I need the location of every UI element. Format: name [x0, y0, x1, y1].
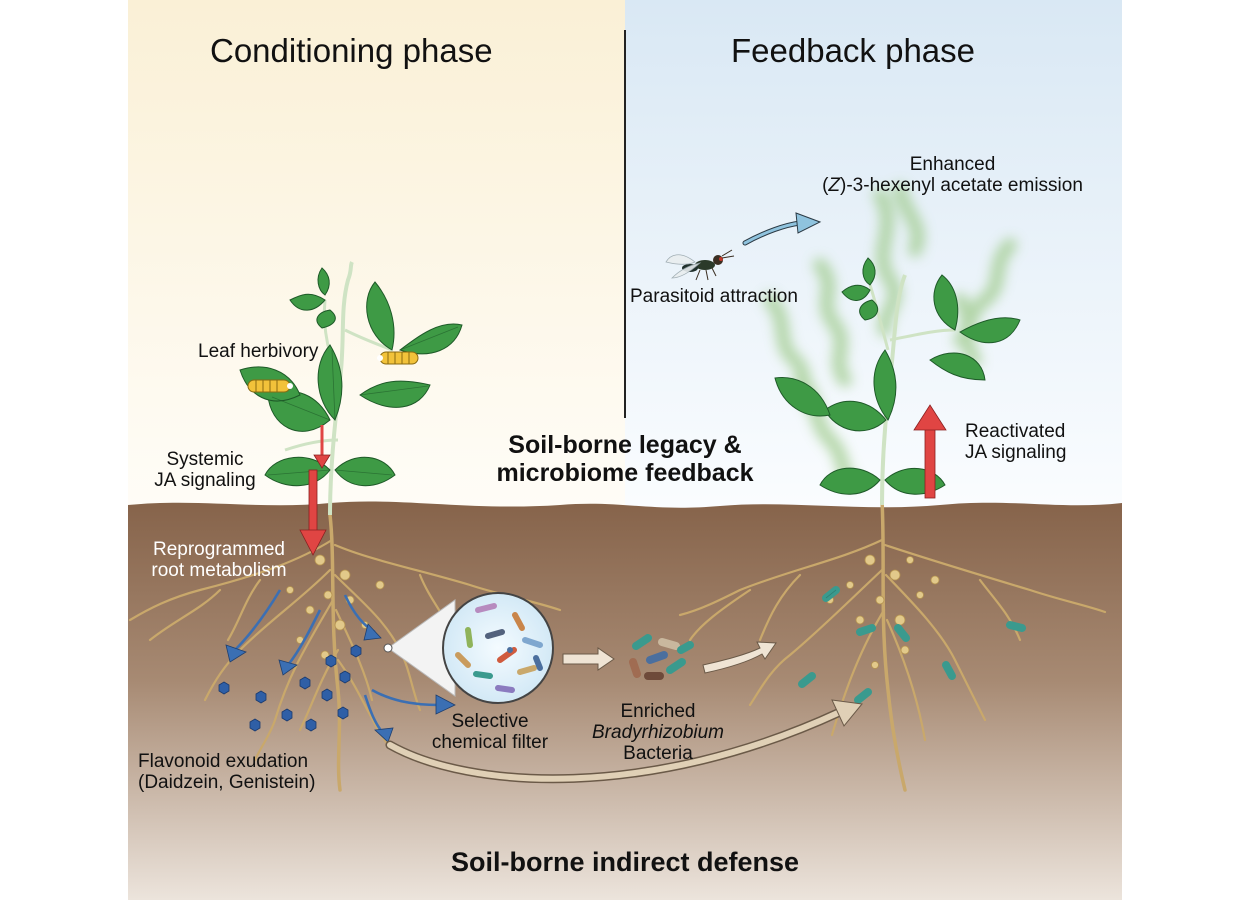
systemic-line1: Systemic — [166, 449, 244, 470]
rod-bacterium-icon — [629, 634, 694, 680]
flavonoid-line2: (Daidzein, Genistein) — [138, 771, 316, 793]
right-plant — [774, 257, 1021, 506]
rhizosphere-bacteria — [798, 586, 1026, 704]
conditioning-background — [128, 0, 625, 520]
caterpillar-icon — [247, 379, 293, 393]
light-blue-arrow — [742, 212, 822, 246]
enhanced-z: Z — [828, 174, 841, 196]
red-arrow-down — [308, 469, 318, 533]
feedback-arrow — [385, 699, 863, 784]
flavonoid-line1: Flavonoid exudation — [138, 751, 309, 772]
soil-legacy-heading: Soil-borne legacy & microbiome feedback — [445, 431, 805, 487]
legacy-line1: Soil-borne legacy & — [508, 431, 742, 459]
soil — [128, 501, 1122, 900]
reprogrammed-line1: Reprogrammed — [153, 539, 285, 560]
systemic-line2: JA signaling — [154, 469, 256, 491]
parasitoid-wasp-icon — [665, 249, 735, 281]
beige-arrows — [562, 641, 777, 674]
enhanced-rest: -3-hexenyl acetate emission — [846, 174, 1083, 196]
enhanced-line1: Enhanced — [909, 154, 996, 175]
enriched-line3: Bacteria — [623, 742, 693, 764]
selective-filter-label: Selective chemical filter — [410, 711, 570, 754]
magnifier-circle-icon — [383, 592, 554, 704]
parasitoid-attraction-label: Parasitoid attraction — [630, 286, 798, 307]
enriched-line1: Enriched — [620, 701, 696, 722]
right-root-system — [678, 498, 1107, 792]
conditioning-phase-heading: Conditioning phase — [210, 32, 493, 69]
reactivated-line2: JA signaling — [965, 441, 1067, 463]
flavonoid-exudation-label: Flavonoid exudation (Daidzein, Genistein… — [138, 751, 316, 794]
feedback-background — [625, 0, 1122, 520]
selective-line2: chemical filter — [431, 731, 549, 753]
reactivated-line1: Reactivated — [965, 421, 1066, 442]
flavonoid-hexagons — [218, 644, 362, 732]
red-arrow-up — [913, 404, 947, 499]
enhanced-emission-label: Enhanced (Z)-3-hexenyl acetate emission — [780, 154, 1125, 197]
reprogrammed-root-label: Reprogrammed root metabolism — [130, 539, 308, 582]
caterpillar-icon — [377, 351, 419, 365]
blue-arrow-heads — [225, 623, 456, 743]
reprogrammed-line2: root metabolism — [151, 559, 287, 581]
indirect-defense-heading: Soil-borne indirect defense — [450, 847, 800, 877]
legacy-line2: microbiome feedback — [496, 458, 754, 487]
selective-line1: Selective — [451, 711, 529, 732]
blue-exudation-arrows — [234, 589, 441, 736]
leaf-herbivory-label: Leaf herbivory — [198, 341, 319, 362]
enhanced-line2: (Z)-3-hexenyl acetate emission — [822, 174, 1083, 196]
feedback-phase-heading: Feedback phase — [731, 32, 976, 69]
enriched-line2: Bradyrhizobium — [592, 721, 724, 743]
systemic-ja-label: Systemic JA signaling — [140, 449, 270, 492]
reactivated-ja-label: Reactivated JA signaling — [965, 421, 1067, 464]
enriched-bacteria-label: Enriched Bradyrhizobium Bacteria — [568, 701, 748, 765]
